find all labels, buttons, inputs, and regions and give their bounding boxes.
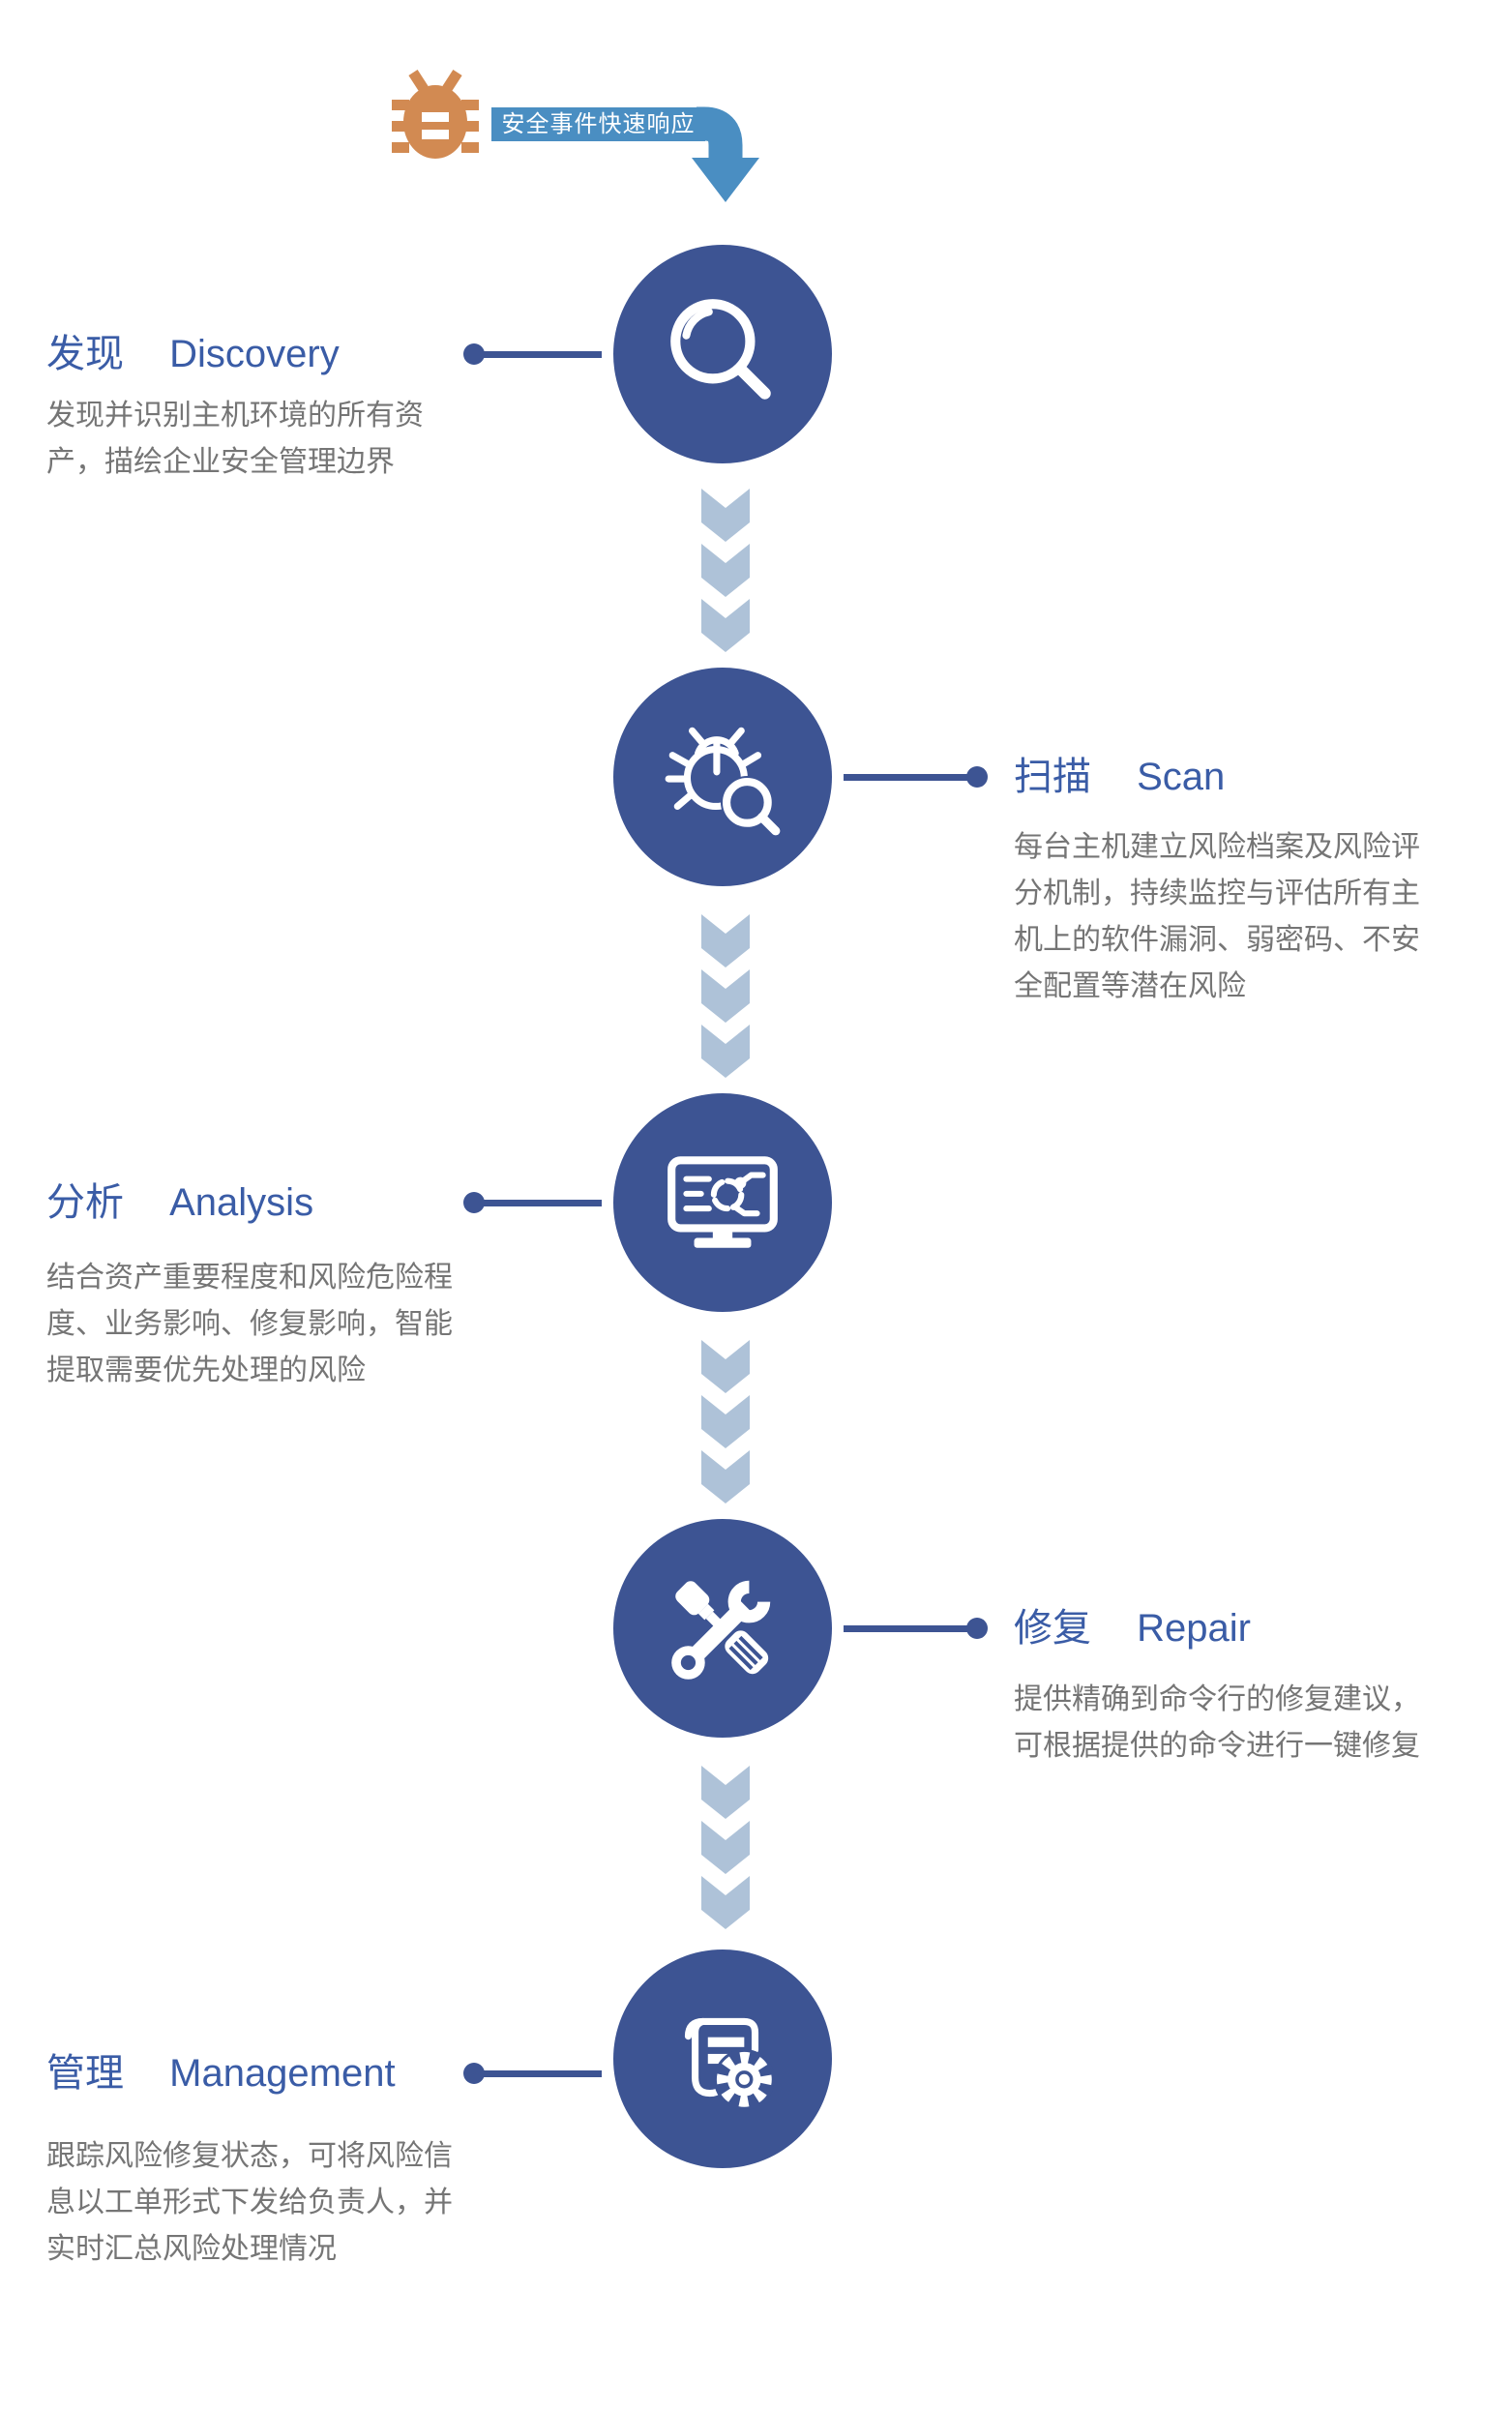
connector-line-repair [844, 1618, 988, 1639]
connector-dot [966, 1618, 988, 1639]
bug-icon [392, 70, 479, 159]
step-title-en: Scan [1137, 756, 1226, 798]
curved-down-arrow-icon [692, 106, 759, 202]
flow-chevrons [701, 914, 750, 1078]
connector-line-management [463, 2063, 602, 2084]
connector-line-analysis [463, 1192, 602, 1213]
step-title-analysis: 分析 Analysis [46, 1179, 313, 1226]
connector-line-scan [844, 766, 988, 788]
step-desc-repair: 提供精确到命令行的修复建议， 可根据提供的命令进行一键修复 [1014, 1683, 1420, 1762]
step-title-management: 管理 Management [46, 2050, 396, 2097]
step-desc-analysis: 结合资产重要程度和风险危险程 度、业务影响、修复影响，智能 提取需要优先处理的风… [46, 1262, 453, 1386]
repair-tools-icon [671, 1580, 771, 1680]
step-desc-discovery: 发现并识别主机环境的所有资 产，描绘企业安全管理边界 [46, 400, 424, 478]
connector-dot [463, 1192, 485, 1213]
connector-dot [463, 343, 485, 365]
step-title-repair: 修复 Repair [1014, 1605, 1251, 1652]
flow-chevrons [701, 1766, 750, 1929]
flow-banner: 安全事件快速响应 [491, 107, 705, 141]
flow-chevrons [701, 1340, 750, 1503]
step-title-zh: 分析 [46, 1181, 124, 1224]
magnifier-search-icon [670, 299, 771, 400]
step-circle-analysis [613, 1093, 832, 1312]
bug-scan-icon [665, 727, 781, 836]
monitor-analysis-icon [667, 1156, 778, 1248]
document-gear-icon [684, 2017, 775, 2110]
connector-line-discovery [463, 343, 602, 365]
connector-dot [463, 2063, 485, 2084]
step-title-en: Discovery [169, 333, 340, 375]
step-title-discovery: 发现 Discovery [46, 331, 340, 377]
step-title-en: Management [169, 2052, 396, 2095]
step-title-zh: 修复 [1014, 1607, 1091, 1650]
connector-dot [966, 766, 988, 788]
banner-label: 安全事件快速响应 [501, 111, 696, 137]
step-circle-repair [613, 1519, 832, 1738]
step-title-en: Repair [1137, 1607, 1251, 1650]
step-circle-scan [613, 668, 832, 886]
step-title-scan: 扫描 Scan [1014, 754, 1225, 800]
step-desc-management: 跟踪风险修复状态，可将风险信 息以工单形式下发给负责人，并 实时汇总风险处理情况 [46, 2140, 453, 2265]
step-title-en: Analysis [169, 1181, 314, 1224]
step-desc-scan: 每台主机建立风险档案及风险评 分机制，持续监控与评估所有主 机上的软件漏洞、弱密… [1014, 831, 1420, 1002]
step-title-zh: 管理 [46, 2052, 124, 2095]
step-title-zh: 扫描 [1014, 756, 1091, 798]
step-title-zh: 发现 [46, 333, 124, 375]
step-circle-management [613, 1950, 832, 2168]
flow-chevrons [701, 489, 750, 652]
step-circle-discovery [613, 245, 832, 463]
